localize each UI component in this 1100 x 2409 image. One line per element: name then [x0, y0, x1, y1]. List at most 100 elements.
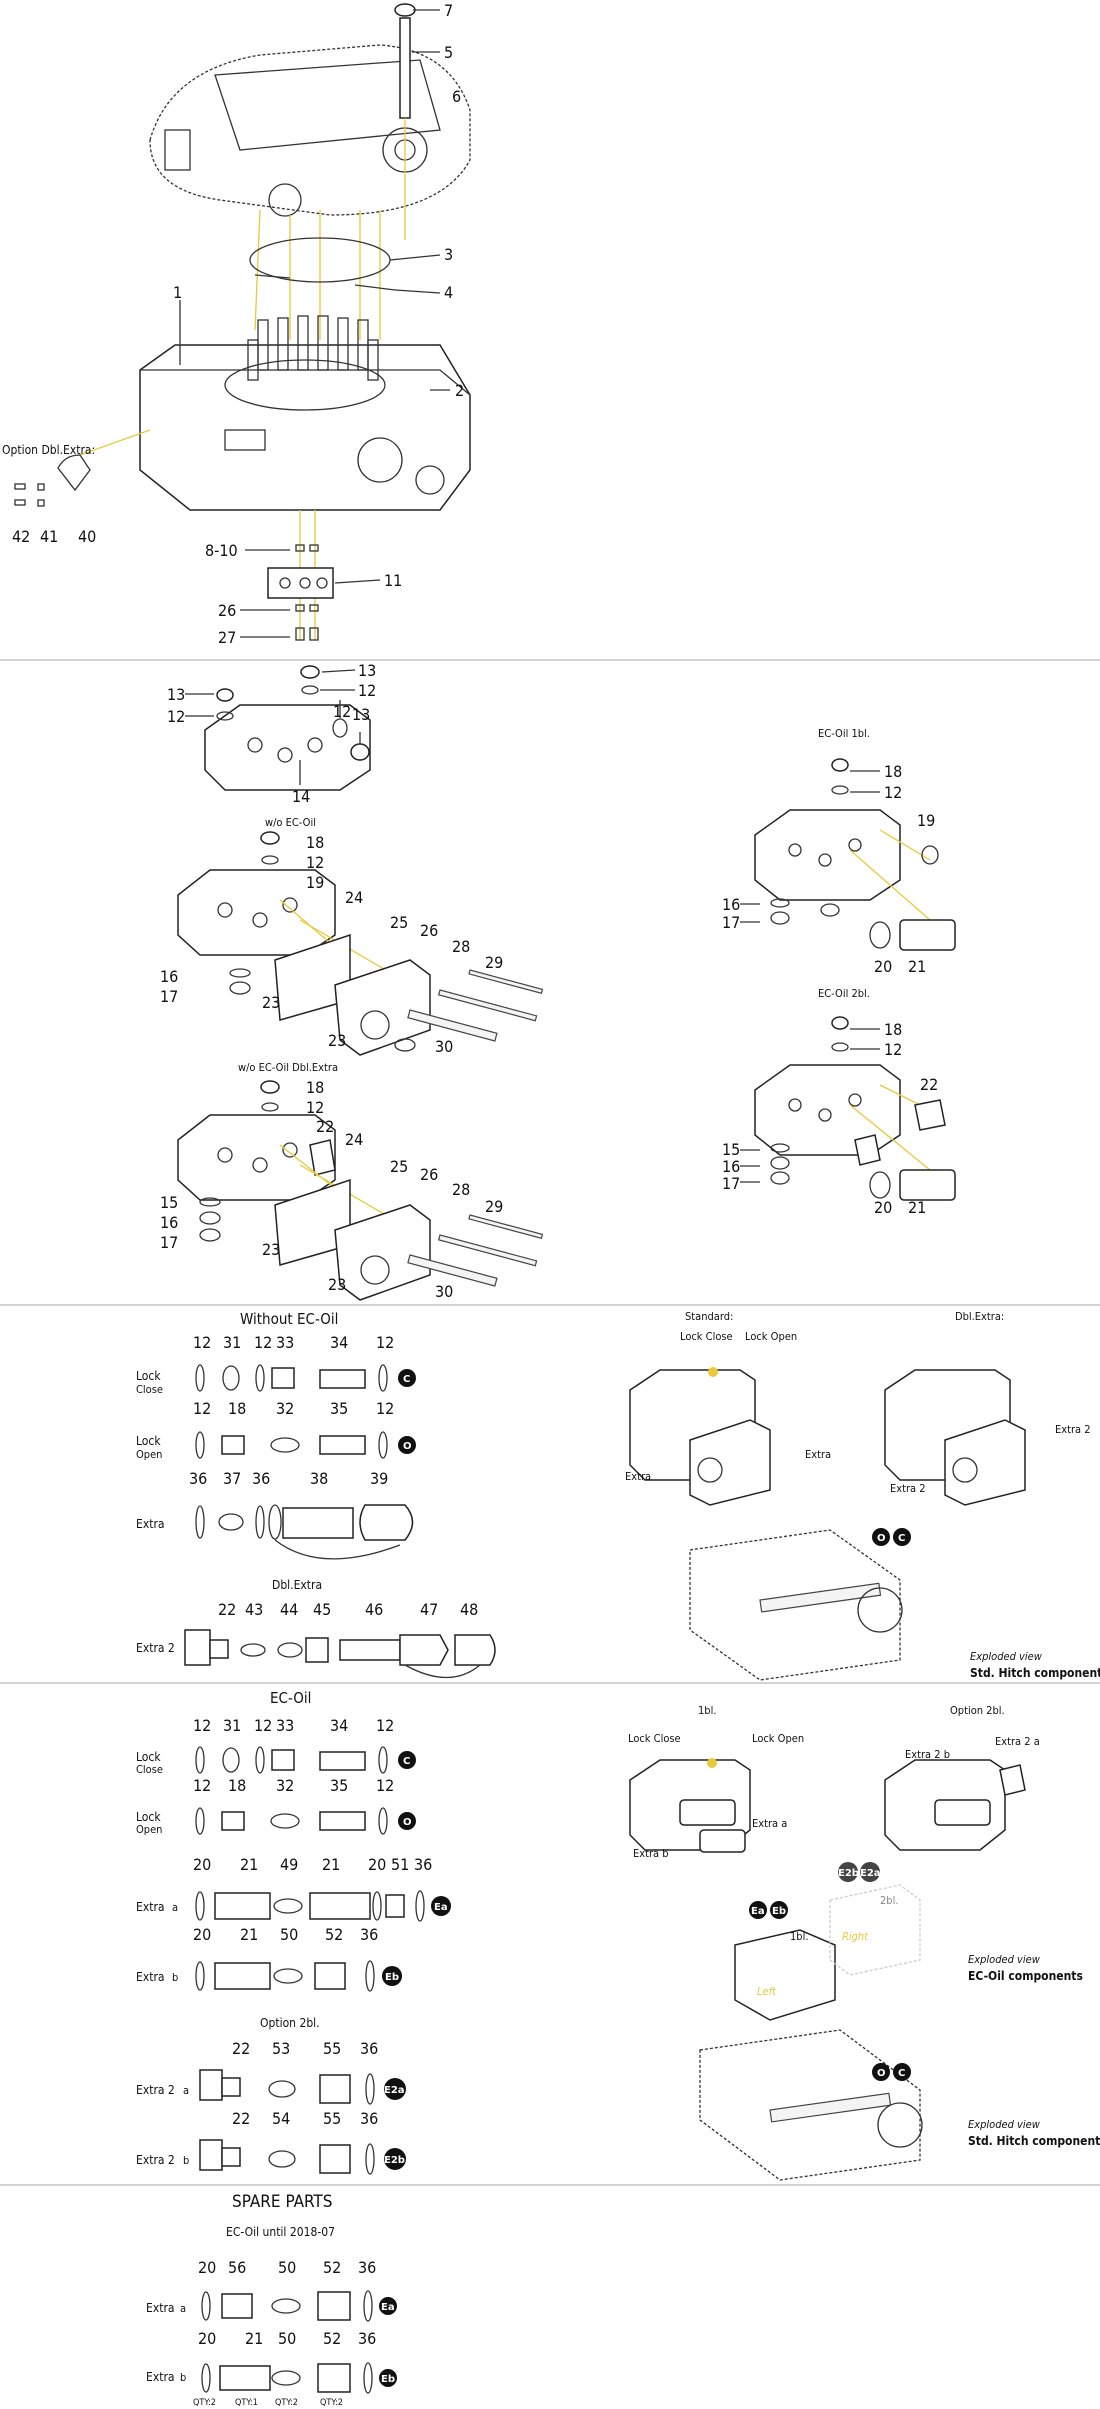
callout-12: 12 [884, 1040, 902, 1059]
callout-23: 23 [262, 1240, 280, 1259]
badge-ea: Ea [381, 2302, 395, 2313]
callout-16: 16 [160, 967, 178, 986]
callout-27: 27 [218, 628, 236, 647]
qty-label: QTY:1 [235, 2398, 258, 2408]
badge-o: O [877, 2068, 886, 2079]
badge-ea: Ea [434, 1902, 448, 1913]
part-num: 52 [325, 1925, 343, 1944]
part-num: 54 [272, 2109, 290, 2128]
part-num: 35 [330, 1399, 348, 1418]
callout-12: 12 [884, 783, 902, 802]
badge-e2b: E2b [384, 2155, 405, 2166]
callout-4: 4 [444, 283, 453, 302]
lock-open-label: Lock Open [745, 1330, 797, 1343]
row-extra-a-label: Extra [136, 1900, 165, 1914]
callout-12a: 12 [358, 681, 376, 700]
exploded-label: Exploded view [968, 1953, 1041, 1966]
part-num: 47 [420, 1600, 438, 1619]
part-num: 36 [252, 1469, 270, 1488]
part-num: 38 [310, 1469, 328, 1488]
callout-19: 19 [306, 873, 324, 892]
callout-2: 2 [455, 381, 464, 400]
tag-left: Left [757, 1985, 777, 1998]
std-label: Standard: [685, 1310, 733, 1323]
callout-12: 12 [306, 1098, 324, 1117]
part-num: 31 [223, 1333, 241, 1352]
extra-a-label: Extra a [752, 1817, 787, 1830]
callout-22: 22 [316, 1117, 334, 1136]
qty-label: QTY:2 [320, 2398, 343, 2408]
callout-16: 16 [722, 1157, 740, 1176]
callout-22: 22 [920, 1075, 938, 1094]
part-num: 20 [198, 2258, 216, 2277]
ec2-label: EC-Oil 2bl. [818, 987, 870, 1000]
callout-18: 18 [884, 1020, 902, 1039]
badge-o: O [403, 1441, 412, 1452]
part-num: 22 [232, 2039, 250, 2058]
part-num: 33 [276, 1716, 294, 1735]
callout-23b: 23 [328, 1031, 346, 1050]
part-num: 44 [280, 1600, 298, 1619]
part-num: 12 [193, 1399, 211, 1418]
extra2-label: Extra 2 [1055, 1423, 1091, 1436]
part-num: 32 [276, 1399, 294, 1418]
row-extra-b-label: Extra [146, 2370, 175, 2384]
part-num: 50 [278, 2329, 296, 2348]
badge-ea: Ea [751, 1906, 765, 1917]
lock-close-label: Lock Close [680, 1330, 733, 1343]
badge-o: O [877, 1533, 886, 1544]
part-num: 21 [240, 1925, 258, 1944]
std-hitch-label: Std. Hitch components [968, 2134, 1100, 2148]
row-extra-a-sub: a [180, 2302, 186, 2315]
badge-e2a: E2a [384, 2085, 405, 2096]
badge-eb: Eb [772, 1906, 786, 1917]
part-num: 34 [330, 1716, 348, 1735]
part-num: 52 [323, 2329, 341, 2348]
part-num: 36 [358, 2258, 376, 2277]
part-num: 12 [376, 1399, 394, 1418]
callout-11: 11 [384, 571, 402, 590]
exploded-label: Exploded view [968, 2118, 1041, 2131]
callout-17: 17 [160, 987, 178, 1006]
part-num: 12 [193, 1333, 211, 1352]
callout-18: 18 [306, 833, 324, 852]
part-num: 50 [280, 1925, 298, 1944]
opt-title: Option 2bl. [260, 2016, 320, 2030]
row-extra-a-sub: a [172, 1901, 178, 1914]
row-extra-label: Extra [136, 1517, 165, 1531]
callout-13c: 13 [352, 705, 370, 724]
part-num: 53 [272, 2039, 290, 2058]
callout-41: 41 [40, 527, 58, 546]
callout-7: 7 [444, 1, 453, 20]
row-extra-b-label: Extra [136, 1970, 165, 1984]
row-extra-a-label: Extra [146, 2301, 175, 2315]
part-num: 12 [376, 1716, 394, 1735]
row-lock-close-label: Lock [136, 1750, 161, 1764]
callout-20: 20 [874, 1198, 892, 1217]
callout-42: 42 [12, 527, 30, 546]
callout-28: 28 [452, 937, 470, 956]
part-num: 22 [218, 1600, 236, 1619]
part-num: 33 [276, 1333, 294, 1352]
extra-label: Extra [625, 1470, 651, 1483]
part-num: 12 [376, 1333, 394, 1352]
part-num: 21 [245, 2329, 263, 2348]
part-num: 21 [322, 1855, 340, 1874]
part-num: 34 [330, 1333, 348, 1352]
callout-30: 30 [435, 1282, 453, 1301]
callout-17: 17 [722, 1174, 740, 1193]
badge-e2b: E2b [838, 1868, 859, 1879]
tag-1bl: 1bl. [790, 1930, 808, 1943]
callout-20: 20 [874, 957, 892, 976]
part-num: 39 [370, 1469, 388, 1488]
part-num: 12 [254, 1716, 272, 1735]
ec-oil: EC-Oil Lock Close 12 31 12 33 34 12 C Lo… [136, 1689, 1100, 2181]
sec5-title: SPARE PARTS [232, 2192, 332, 2212]
badge-eb: Eb [381, 2374, 395, 2385]
callout-1: 1 [173, 283, 182, 302]
without-ec-oil: Without EC-Oil Lock Close 12 31 12 33 34… [136, 1310, 1100, 1681]
callout-25: 25 [390, 913, 408, 932]
part-num: 36 [358, 2329, 376, 2348]
callout-12c: 12 [333, 702, 351, 721]
